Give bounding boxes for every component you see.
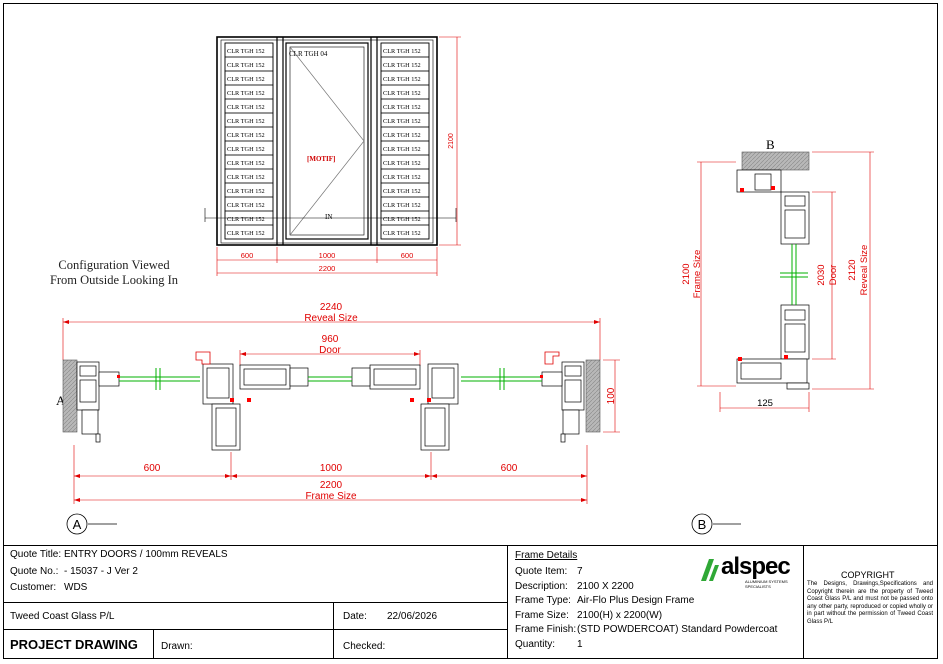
logo-wordmark: alspec (721, 553, 791, 580)
quote-title-label: Quote Title: (10, 549, 62, 560)
detail-label: Description: (515, 580, 568, 592)
config-line-2: From Outside Looking In (50, 273, 179, 287)
section-door-value: 2030 (816, 264, 827, 285)
plan-dim-center: 1000 (320, 463, 343, 474)
louvre-label: CLR TGH 152 (227, 76, 265, 83)
customer-value: WDS (64, 582, 88, 593)
detail-label: Frame Type: (515, 595, 571, 606)
quote-no-value: - 15037 - J Ver 2 (64, 566, 138, 577)
section-reveal-label: Reveal Size (859, 245, 870, 296)
in-label: IN (325, 213, 332, 221)
elev-dim-total: 2200 (319, 264, 336, 273)
louvre-label: CLR TGH 152 (227, 216, 265, 223)
louvre-label: CLR TGH 152 (383, 202, 421, 209)
project-drawing-title: PROJECT DRAWING (10, 637, 138, 652)
louvre-label: CLR TGH 152 (383, 216, 421, 223)
louvre-label: CLR TGH 152 (227, 230, 265, 237)
detail-label: Frame Finish: (515, 624, 577, 635)
detail-value: (STD POWDERCOAT) Standard Powdercoat (577, 624, 778, 635)
frame-details-heading: Frame Details (515, 550, 578, 561)
quote-no-label: Quote No.: (10, 566, 59, 577)
plan-frame-value: 2200 (320, 480, 343, 491)
louvre-label: CLR TGH 152 (383, 230, 421, 237)
plan-reveal-label: Reveal Size (304, 313, 358, 324)
plan-dim-left: 600 (144, 463, 161, 474)
detail-label: Quote Item: (515, 566, 568, 577)
louvre-label: CLR TGH 152 (227, 104, 265, 111)
louvre-label: CLR TGH 152 (383, 160, 421, 167)
plan-section-a: 2240 Reveal Size 960 Door 100 600 1000 6… (56, 302, 620, 504)
elev-dim-height: 2100 (448, 133, 455, 149)
elev-dim-right: 600 (401, 251, 414, 260)
alspec-logo: alspec ALUMINIUM SYSTEMS SPECIALISTS (697, 551, 797, 591)
callout-b: B (691, 513, 741, 535)
louvre-label: CLR TGH 152 (383, 132, 421, 139)
louvre-label: CLR TGH 152 (227, 160, 265, 167)
title-block: Quote Title: ENTRY DOORS / 100mm REVEALS… (3, 545, 938, 659)
elev-dim-center: 1000 (319, 251, 336, 260)
louvre-label: CLR TGH 152 (227, 90, 265, 97)
section-depth-value: 125 (757, 398, 773, 409)
louvre-label: CLR TGH 152 (227, 132, 265, 139)
plan-reveal-value: 2240 (320, 302, 343, 313)
louvre-label: CLR TGH 152 (383, 48, 421, 55)
detail-label: Frame Size: (515, 609, 569, 621)
date-value: 22/06/2026 (387, 611, 438, 622)
detail-value: 1 (577, 638, 583, 650)
louvre-label: CLR TGH 152 (383, 174, 421, 181)
plan-depth-value: 100 (606, 387, 617, 404)
copyright-text: The Designs, Drawings,Specifications and… (807, 581, 933, 625)
section-frame-value: 2100 (681, 263, 692, 284)
elev-dim-left: 600 (241, 251, 254, 260)
logo-tagline: ALUMINIUM SYSTEMS SPECIALISTS (745, 579, 788, 589)
section-door-label: Door (828, 265, 839, 286)
detail-value: Air-Flo Plus Design Frame (577, 595, 695, 606)
drawn-label: Drawn: (161, 641, 193, 652)
louvre-label: CLR TGH 152 (227, 62, 265, 69)
louvre-blade (380, 224, 430, 240)
louvre-label: CLR TGH 152 (383, 76, 421, 83)
plan-frame-label: Frame Size (305, 491, 357, 502)
louvre-label: CLR TGH 152 (227, 174, 265, 181)
config-line-1: Configuration Viewed (58, 258, 170, 272)
detail-label: Quantity: (515, 638, 556, 650)
louvre-label: CLR TGH 152 (227, 202, 265, 209)
detail-value: 2100 X 2200 (577, 580, 634, 592)
section-reveal-value: 2120 (847, 259, 858, 280)
plan-section-mark: A (56, 393, 66, 408)
callout-a: A (66, 513, 117, 535)
louvre-label: CLR TGH 152 (227, 48, 265, 55)
plan-door-label: Door (319, 345, 341, 356)
drawing-sheet (3, 3, 938, 659)
copyright-heading: COPYRIGHT (841, 570, 895, 580)
louvre-label: CLR TGH 152 (383, 118, 421, 125)
louvre-label: CLR TGH 152 (383, 188, 421, 195)
door-glass-label: CLR TGH 04 (289, 50, 328, 58)
detail-value: 2100(H) x 2200(W) (577, 609, 663, 621)
checked-label: Checked: (343, 641, 386, 652)
louvre-label: CLR TGH 152 (383, 104, 421, 111)
customer-label: Customer: (10, 582, 57, 593)
louvre-label: CLR TGH 152 (227, 188, 265, 195)
detail-value: 7 (577, 566, 583, 577)
svg-text:B: B (698, 517, 707, 532)
vertical-section-b: B (681, 137, 874, 412)
plan-door-value: 960 (322, 334, 339, 345)
louvre-label: CLR TGH 152 (383, 90, 421, 97)
louvre-label: CLR TGH 152 (227, 146, 265, 153)
company-name: Tweed Coast Glass P/L (10, 611, 115, 622)
svg-text:A: A (73, 517, 82, 532)
section-mark-b: B (766, 137, 775, 152)
louvre-label: CLR TGH 152 (383, 146, 421, 153)
louvre-blade (224, 224, 274, 240)
date-label: Date: (343, 611, 367, 622)
motif-label: [MOTIF] (307, 155, 335, 163)
plan-dim-right: 600 (501, 463, 518, 474)
louvre-label: CLR TGH 152 (227, 118, 265, 125)
louvre-label: CLR TGH 152 (383, 62, 421, 69)
quote-title-value: ENTRY DOORS / 100mm REVEALS (64, 549, 228, 560)
section-frame-label: Frame Size (692, 250, 703, 299)
